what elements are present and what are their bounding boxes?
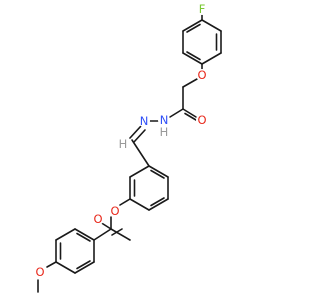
bond	[129, 198, 150, 211]
atom-label-o: O	[197, 113, 206, 127]
bond	[201, 19, 222, 32]
atom-label-bg	[92, 213, 104, 225]
bond	[150, 169, 165, 179]
bond	[111, 228, 123, 236]
bond	[148, 165, 169, 178]
atom-label-f: F	[199, 2, 206, 16]
bond	[46, 261, 57, 268]
bond	[148, 198, 169, 211]
bond	[131, 139, 150, 167]
atom-label-bg	[117, 138, 129, 150]
bond	[201, 52, 222, 65]
atom-label-bg	[196, 114, 208, 126]
bond	[74, 228, 95, 241]
atom-label-n: N	[160, 113, 169, 127]
bond	[150, 197, 165, 207]
bond	[133, 129, 146, 143]
bond	[182, 19, 203, 32]
bond	[169, 108, 184, 118]
atom-label-bg	[158, 114, 170, 126]
bond	[93, 228, 112, 241]
atom-label-o: O	[35, 265, 44, 279]
bond	[182, 52, 203, 65]
atom-label-h: H	[119, 137, 128, 151]
bond	[186, 23, 201, 33]
atom-label-bg	[109, 205, 121, 217]
bond	[110, 228, 131, 241]
atom-label-o: O	[197, 68, 206, 82]
atom-label-bg	[34, 266, 46, 278]
atom-label-o: O	[110, 204, 119, 218]
bond	[182, 78, 198, 88]
atom-label-bg	[158, 126, 170, 138]
atom-label-n: N	[140, 114, 149, 128]
bond	[182, 108, 197, 118]
bond	[129, 165, 150, 178]
atom-label-bg	[196, 69, 208, 81]
atom-label-h: H	[160, 125, 169, 139]
bond	[186, 51, 201, 61]
bond-layer	[37, 13, 222, 293]
bond	[74, 261, 95, 274]
bond	[76, 260, 91, 270]
bond	[55, 228, 76, 241]
bond	[119, 198, 131, 206]
bond	[184, 112, 197, 121]
bond	[55, 261, 76, 274]
atom-label-bg	[196, 3, 208, 15]
atom-label-bg	[138, 115, 150, 127]
atom-label-o: O	[93, 212, 102, 226]
bond	[129, 125, 142, 139]
bond	[76, 232, 91, 242]
